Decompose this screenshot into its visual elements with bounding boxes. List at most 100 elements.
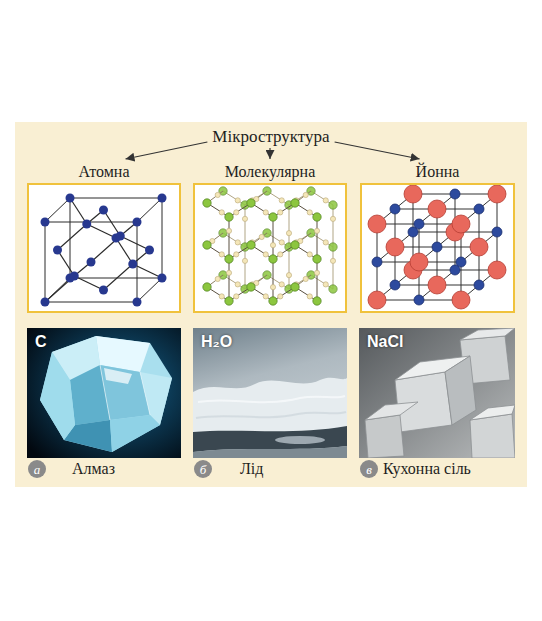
ice-lattice	[245, 247, 246, 289]
diamond-lattice	[137, 278, 162, 302]
ice-lattice	[333, 247, 334, 289]
ice-lattice	[263, 210, 268, 215]
salt-lattice	[390, 280, 400, 290]
diamond-photo	[27, 328, 181, 458]
ice-lattice	[234, 252, 239, 257]
ice-lattice	[329, 285, 337, 293]
ice-lattice	[303, 276, 308, 281]
text-holder: а	[28, 460, 46, 478]
ice-photo	[275, 436, 325, 444]
salt-lattice	[452, 215, 470, 233]
node-text: NaCl	[367, 332, 403, 352]
diamond-photo	[140, 372, 150, 415]
ice-lattice	[330, 258, 335, 263]
diamond-lattice	[99, 286, 108, 295]
ice-lattice	[278, 210, 283, 215]
node-text: Мікроструктура	[212, 127, 329, 147]
salt-lattice	[474, 204, 484, 214]
background-panel	[15, 122, 527, 487]
text-holder: NaCl	[359, 328, 515, 356]
ice-lattice	[269, 297, 277, 305]
salt-lattice	[404, 185, 422, 203]
ice-lattice	[245, 205, 246, 247]
structure-frame	[27, 183, 181, 313]
text-holder: б	[194, 460, 212, 478]
ice-lattice	[323, 240, 328, 245]
diamond-photo	[70, 365, 110, 425]
ice-lattice	[235, 198, 240, 203]
ice-lattice	[225, 213, 233, 221]
diamond-lattice	[133, 218, 142, 227]
ice-lattice	[263, 252, 268, 257]
node-text: в	[366, 462, 372, 478]
salt-photo	[395, 372, 452, 432]
ice-lattice	[317, 217, 318, 259]
diamond-lattice	[58, 250, 75, 276]
ice-lattice	[219, 294, 224, 299]
ice-lattice	[269, 213, 277, 221]
diamond-photo	[40, 336, 172, 452]
diamond-lattice	[41, 218, 50, 227]
arrow-connector	[335, 142, 420, 159]
ice-photo	[193, 446, 347, 458]
salt-lattice	[390, 204, 400, 214]
node-text: б	[200, 462, 207, 478]
node-text: Атомна	[78, 163, 129, 181]
ice-lattice	[259, 234, 264, 239]
salt-lattice	[368, 291, 386, 309]
ice-lattice	[270, 243, 275, 248]
ice-lattice	[317, 259, 318, 301]
ice-lattice	[203, 187, 337, 305]
structure-panel: Молекулярна	[193, 160, 347, 313]
salt-lattice	[452, 291, 470, 309]
diamond-lattice	[53, 246, 62, 255]
diamond-photo	[27, 328, 181, 458]
title-node: Мікроструктура	[208, 127, 333, 147]
ice-lattice	[226, 270, 231, 275]
ice-lattice	[323, 282, 328, 287]
caption-badge: б	[194, 460, 212, 478]
ice-lattice	[247, 199, 255, 207]
text-holder: C	[27, 328, 181, 356]
diamond-lattice	[116, 232, 125, 241]
ice-lattice	[279, 198, 284, 203]
ice-lattice	[215, 276, 220, 281]
diamond-lattice	[70, 198, 162, 199]
ice-lattice	[323, 198, 328, 203]
caption-label: Кухонна сіль	[383, 459, 471, 479]
ice-lattice	[314, 228, 319, 233]
diamond-lattice	[82, 220, 91, 229]
ice-lattice	[314, 270, 319, 275]
ice-lattice	[329, 201, 337, 209]
text-holder: H₂O	[193, 328, 347, 356]
node-text: H₂O	[201, 332, 232, 352]
ice-photo	[193, 328, 347, 458]
node-text: C	[35, 332, 47, 352]
ice-lattice	[329, 243, 337, 251]
text-holder: в	[360, 460, 378, 478]
ice-lattice	[289, 247, 290, 289]
ice-lattice	[242, 216, 247, 221]
salt-lattice	[368, 215, 386, 233]
salt-lattice	[410, 253, 428, 271]
diamond-lattice	[133, 298, 142, 307]
ice-lattice	[247, 241, 255, 249]
ice-photo	[193, 328, 347, 458]
caption-badge: а	[28, 460, 46, 478]
node-text: а	[34, 462, 41, 478]
salt-photo	[445, 356, 476, 425]
node-text: Молекулярна	[225, 163, 316, 181]
ice-lattice	[307, 210, 312, 215]
ice-lattice	[235, 282, 240, 287]
diamond-lattice	[45, 198, 70, 222]
ice-photo	[193, 378, 347, 438]
diamond-lattice	[74, 276, 103, 290]
diamond-lattice	[158, 274, 167, 283]
photo-panel: C	[27, 328, 181, 458]
structure-frame	[360, 183, 515, 313]
ice-lattice	[278, 252, 283, 257]
ice-lattice	[273, 217, 274, 259]
salt-lattice	[428, 200, 446, 218]
frame-ground	[27, 183, 181, 313]
